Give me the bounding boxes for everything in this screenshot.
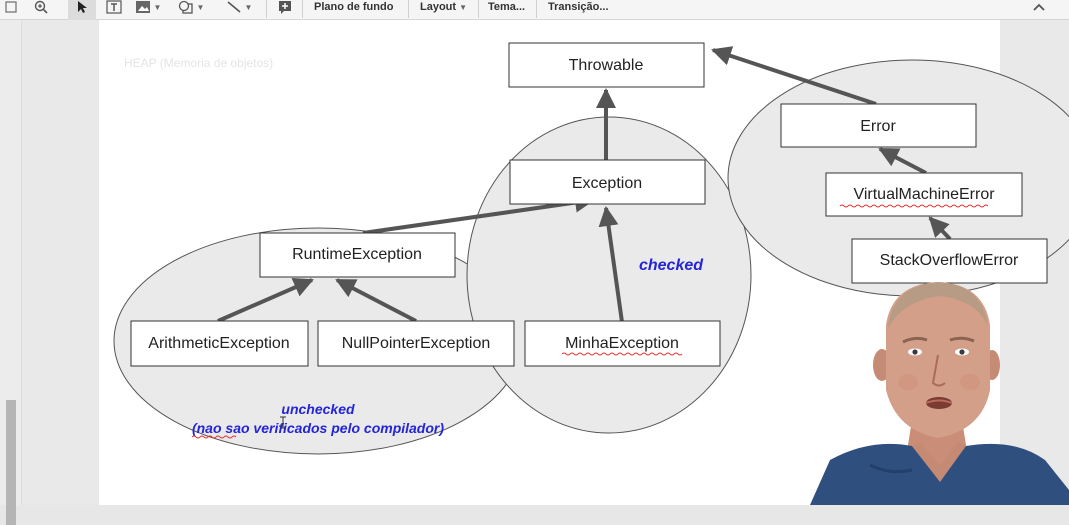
null-pointer-exception-label: NullPointerException <box>342 335 491 352</box>
chevron-down-icon: ▼ <box>459 3 467 12</box>
spellcheck-underline <box>561 352 683 356</box>
checked-label: checked <box>639 257 704 274</box>
stack-overflow-error-label: StackOverflowError <box>880 252 1019 269</box>
error-box[interactable]: Error <box>780 103 977 148</box>
shape-icon[interactable]: ▼ <box>176 0 206 17</box>
error-to-throwable-arrow <box>711 46 877 106</box>
throwable-box[interactable]: Throwable <box>508 42 705 88</box>
image-icon[interactable]: ▼ <box>134 0 162 17</box>
fit-icon[interactable] <box>4 0 18 17</box>
minha-exception-label: MinhaException <box>565 335 679 352</box>
filmstrip-scrollbar[interactable] <box>6 400 16 525</box>
so-to-vme-arrow <box>928 216 952 241</box>
spellcheck-underline <box>191 435 237 439</box>
canvas-gutter-left <box>22 20 99 505</box>
spellcheck-underline <box>839 204 989 208</box>
stack-overflow-error-box[interactable]: StackOverflowError <box>851 238 1048 284</box>
throwable-label: Throwable <box>569 57 644 74</box>
arithmetic-exception-box[interactable]: ArithmeticException <box>130 320 309 367</box>
virtual-machine-error-box[interactable]: VirtualMachineError <box>825 172 1023 217</box>
background-button[interactable]: Plano de fundo <box>314 1 394 13</box>
error-label: Error <box>860 118 896 135</box>
minha-to-exception-arrow <box>598 206 624 323</box>
presenter-webcam-overlay <box>810 282 1069 505</box>
new-comment-icon[interactable] <box>276 0 294 17</box>
nullpointer-to-runtime-arrow <box>335 278 417 323</box>
toolbar-divider <box>478 0 479 18</box>
exception-box[interactable]: Exception <box>509 159 706 205</box>
arithmetic-to-runtime-arrow <box>217 278 314 323</box>
exception-label: Exception <box>572 175 642 192</box>
runtime-exception-label: RuntimeException <box>292 246 422 263</box>
transition-button[interactable]: Transição... <box>548 1 609 13</box>
text-cursor-icon <box>280 416 286 429</box>
theme-button[interactable]: Tema... <box>488 1 526 13</box>
unchecked-label: unchecked <box>281 401 355 417</box>
unchecked-note-label: (nao sao verificados pelo compilador) <box>192 420 444 436</box>
line-icon[interactable]: ▼ <box>220 0 258 17</box>
editor-toolbar: ▼ ▼ ▼ Plano de fundo Layout▼ Tema... Tra… <box>0 0 1069 20</box>
toolbar-divider <box>266 0 267 18</box>
null-pointer-exception-box[interactable]: NullPointerException <box>317 320 515 367</box>
exception-hierarchy-diagram: Throwable Exception Error RuntimeExcepti… <box>113 42 1069 455</box>
zoom-icon[interactable] <box>32 0 50 17</box>
arithmetic-exception-label: ArithmeticException <box>148 335 289 352</box>
runtime-exception-box[interactable]: RuntimeException <box>259 232 456 278</box>
filmstrip-panel <box>0 20 22 525</box>
textbox-icon[interactable] <box>104 0 124 17</box>
runtime-to-exception-arrow <box>362 192 595 235</box>
heap-label: HEAP (Memoria de objetos) <box>124 56 274 70</box>
collapse-icon[interactable] <box>1030 0 1048 17</box>
toolbar-divider <box>302 0 303 18</box>
cursor-icon[interactable] <box>74 0 90 17</box>
vme-to-error-arrow <box>878 147 927 175</box>
layout-label: Layout <box>420 1 457 13</box>
minha-exception-box[interactable]: MinhaException <box>524 320 721 367</box>
virtual-machine-error-label: VirtualMachineError <box>853 186 995 203</box>
toolbar-divider <box>408 0 409 18</box>
toolbar-divider <box>536 0 537 18</box>
layout-button[interactable]: Layout▼ <box>414 0 473 17</box>
